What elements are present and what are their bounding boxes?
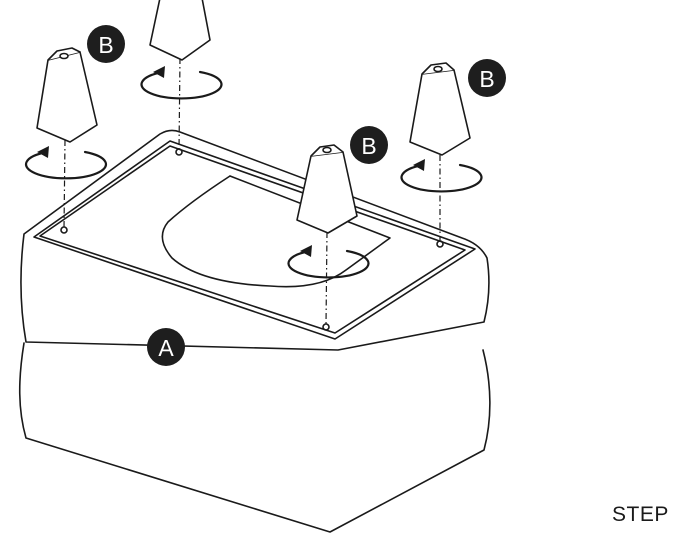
svg-text:B: B xyxy=(98,32,113,58)
svg-text:B: B xyxy=(361,133,376,159)
leg-top xyxy=(149,0,211,61)
rotate-arrow-icon xyxy=(287,245,370,279)
svg-text:A: A xyxy=(158,335,174,361)
rotate-arrow-icon xyxy=(140,66,223,100)
rotate-arrow-icon xyxy=(24,146,108,180)
leg-left xyxy=(36,47,98,143)
label-sticker xyxy=(161,175,391,288)
leg-right xyxy=(409,62,471,156)
step-label: STEP xyxy=(612,503,669,526)
svg-text:B: B xyxy=(479,66,494,92)
base-panel xyxy=(33,140,476,340)
guide-line-left xyxy=(63,139,66,229)
rotate-arrow-icon xyxy=(400,159,483,193)
upper-cushion xyxy=(20,129,490,351)
leg-front xyxy=(296,144,358,234)
guide-line-top xyxy=(178,57,181,151)
part-label-b-center: B xyxy=(350,126,388,164)
leg-hole-front xyxy=(322,323,330,331)
part-label-b-left: B xyxy=(87,25,125,63)
lower-cushion xyxy=(18,342,491,533)
guide-line-front xyxy=(325,231,328,326)
leg-hole-left xyxy=(60,226,68,234)
base-panel-inner-edge xyxy=(39,145,466,334)
part-label-b-right: B xyxy=(468,59,506,97)
part-label-a: A xyxy=(147,328,185,366)
